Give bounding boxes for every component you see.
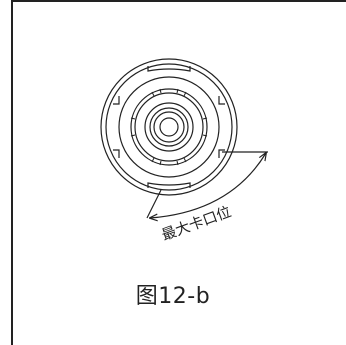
annotation-label: 最大卡口位 [159,203,233,244]
outer-rim-inner [105,63,233,191]
frame-top-border [11,0,346,2]
inner-ring-1 [130,88,208,166]
figure-caption: 图12-b [135,284,211,309]
latch-tab-right [218,96,225,158]
latch-tab-top [147,66,191,72]
frame-left-border [11,0,13,345]
mid-ring [118,76,220,178]
cap-part [100,58,268,219]
outer-rim [100,58,238,196]
hub-mid [149,107,189,147]
dimension-arc [150,153,266,218]
center-hole [159,117,179,137]
latch-tab-bottom [147,182,191,188]
leader-line-bottom [146,189,162,219]
hub-inner [153,111,185,143]
latch-tab-left [113,96,120,158]
hub-outer [144,102,194,152]
